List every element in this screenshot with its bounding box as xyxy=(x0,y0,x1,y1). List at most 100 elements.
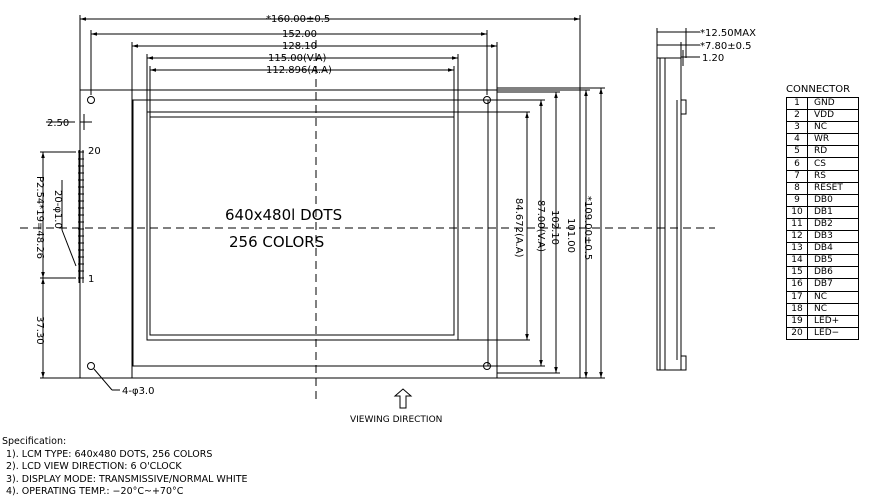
dim-152: 152.00 xyxy=(282,29,317,40)
display-colors-label: 256 COLORS xyxy=(229,233,324,251)
module-frame xyxy=(131,89,498,379)
pin-number: 6 xyxy=(786,157,808,171)
pin-signal: DB0 xyxy=(807,193,859,207)
pin-number: 7 xyxy=(786,169,808,183)
pin-signal: GND xyxy=(807,96,859,111)
pin-signal: RESET xyxy=(807,181,859,195)
dim-109: *109.00±0.5 xyxy=(582,196,593,260)
pin-signal: NC xyxy=(807,290,859,304)
spec-item: 1). LCM TYPE: 640x480 DOTS, 256 COLORS xyxy=(6,448,213,460)
pin-signal: RD xyxy=(807,145,859,159)
viewing-direction-arrow xyxy=(393,388,413,409)
pin-signal: VDD xyxy=(807,109,859,123)
active-area xyxy=(149,116,455,336)
pin-number: 5 xyxy=(786,145,808,159)
pin-number: 16 xyxy=(786,278,808,292)
connector-pins xyxy=(78,151,84,279)
display-dots-label: 640x480l DOTS xyxy=(225,206,342,224)
pin-number: 20 xyxy=(786,326,808,340)
pin-number: 10 xyxy=(786,205,808,219)
pin-number: 1 xyxy=(786,96,808,111)
dim-2-50: 2.50 xyxy=(47,118,69,129)
viewing-direction-label: VIEWING DIRECTION xyxy=(350,415,443,425)
dim-1-20: 1.20 xyxy=(702,53,724,64)
pin-signal: DB7 xyxy=(807,278,859,292)
pin-signal: DB4 xyxy=(807,242,859,256)
pin-number: 17 xyxy=(786,290,808,304)
pin-number: 19 xyxy=(786,314,808,328)
spec-item: 4). OPERATING TEMP.: −20°C~+70°C xyxy=(6,486,184,498)
holes-label: 4-φ3.0 xyxy=(122,386,154,397)
connector-title: CONNECTOR xyxy=(786,84,851,95)
pin-number: 8 xyxy=(786,181,808,195)
side-view-body xyxy=(656,57,682,371)
pin-signal: WR xyxy=(807,133,859,147)
spec-item: 2). LCD VIEW DIRECTION: 6 O'CLOCK xyxy=(6,461,182,473)
pin-number: 18 xyxy=(786,302,808,316)
pin-number: 9 xyxy=(786,193,808,207)
pin-signal: DB2 xyxy=(807,217,859,232)
dim-160: *160.00±0.5 xyxy=(266,14,330,25)
pin-signal: CS xyxy=(807,157,859,171)
pin-number: 11 xyxy=(786,217,808,232)
pin-number: 12 xyxy=(786,230,808,244)
pin-number: 15 xyxy=(786,266,808,280)
viewing-area xyxy=(146,111,459,341)
dim-84-672: 84.672(A.A) xyxy=(513,198,524,258)
pin-signal: NC xyxy=(807,121,859,135)
dim-102-10: 102.10 xyxy=(549,210,560,245)
spec-title: Specification: xyxy=(2,436,67,447)
pin-1-label: 1 xyxy=(88,274,94,285)
bezel xyxy=(132,99,489,367)
pin-20-label: 20 xyxy=(88,146,101,157)
mounting-hole xyxy=(87,96,95,104)
pin-signal: LED− xyxy=(807,326,859,340)
dim-37-30: 37.30 xyxy=(34,316,45,345)
pin-number: 4 xyxy=(786,133,808,147)
spec-item: 3). DISPLAY MODE: TRANSMISSIVE/NORMAL WH… xyxy=(6,473,248,485)
pin-signal: NC xyxy=(807,302,859,316)
pin-signal: LED+ xyxy=(807,314,859,328)
dim-7-80: *7.80±0.5 xyxy=(700,41,752,52)
pin-signal: DB6 xyxy=(807,266,859,280)
pin-number: 14 xyxy=(786,254,808,268)
dim-87: 87.00(V.A) xyxy=(535,200,546,252)
dim-12-50: *12.50MAX xyxy=(700,28,756,39)
mounting-hole xyxy=(87,362,95,370)
dim-101: 101.00 xyxy=(565,218,576,253)
pin-number: 3 xyxy=(786,121,808,135)
pitch-label: P2.54*19=48.26 xyxy=(34,176,45,259)
pin-hole-label: 20-φ1.0 xyxy=(52,190,63,229)
pin-signal: DB3 xyxy=(807,230,859,244)
pin-number: 13 xyxy=(786,242,808,256)
dim-115: 115.00(V.A) xyxy=(268,53,326,64)
pin-number: 2 xyxy=(786,109,808,123)
pin-signal: RS xyxy=(807,169,859,183)
dim-112: 112.896(A.A) xyxy=(266,65,332,76)
pin-signal: DB5 xyxy=(807,254,859,268)
specification: Specification: 1). LCM TYPE: 640x480 DOT… xyxy=(2,436,248,499)
dim-128: 128.10 xyxy=(282,41,317,52)
